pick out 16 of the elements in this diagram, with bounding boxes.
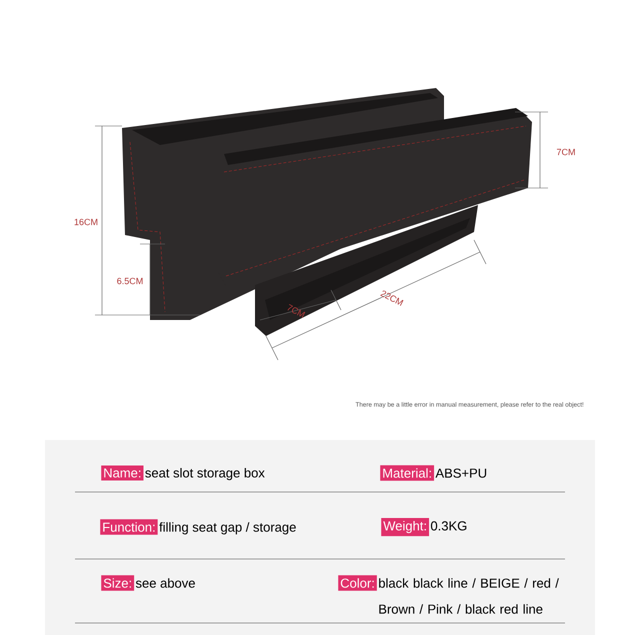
label-tag: Weight: xyxy=(381,518,430,536)
spec-value: seat slot storage box xyxy=(145,468,265,480)
dimension-label: 7CM xyxy=(288,304,306,318)
dimension-label: 7CM xyxy=(556,148,575,156)
label-tag: Name: xyxy=(101,465,144,481)
spec-value: black black line / BEIGE / red / Brown / Pink / black red line xyxy=(379,578,559,614)
spec-value: filling seat gap / storage xyxy=(159,522,296,534)
label-tag: Function: xyxy=(100,519,158,535)
spec-value: 0.3KG xyxy=(430,521,466,530)
label-tag: Material: xyxy=(380,465,434,481)
dimension-label: 16CM xyxy=(74,218,98,226)
spec-value: ABS+PU xyxy=(435,468,486,478)
label-tag: Size: xyxy=(101,575,134,591)
dimension-label: 6.5CM xyxy=(117,278,143,284)
spec-value: see above xyxy=(136,578,195,588)
label-tag: Color: xyxy=(338,575,377,591)
